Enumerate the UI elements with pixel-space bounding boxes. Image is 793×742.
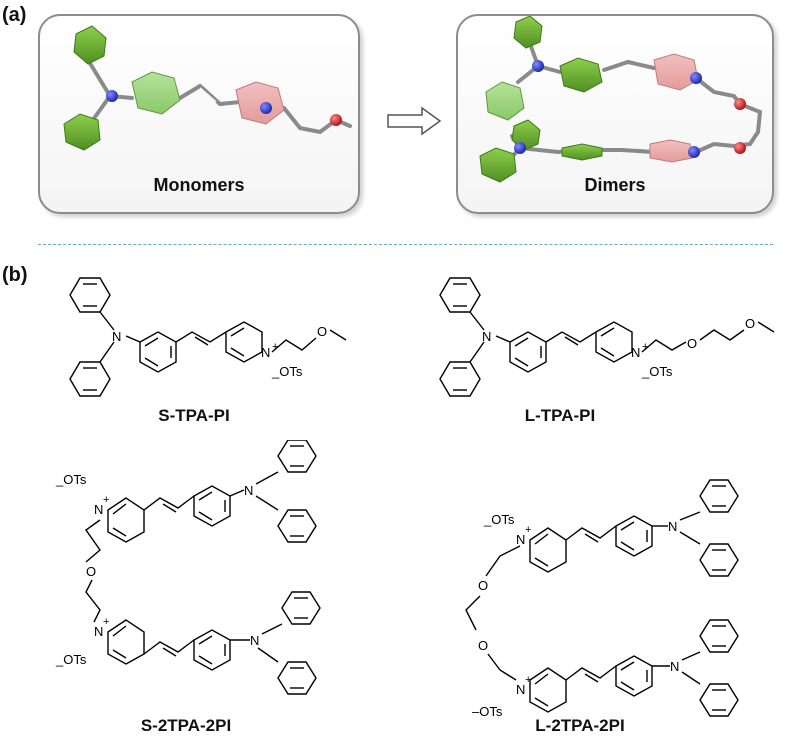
dimers-box: Dimers <box>456 14 774 214</box>
svg-text:+: + <box>525 524 531 536</box>
pyridinium-nitrogen-atom <box>260 102 272 114</box>
svg-text:O: O <box>687 336 697 351</box>
section-divider <box>38 244 773 245</box>
svg-text:–OTs: –OTs <box>472 704 503 719</box>
l-2tpa-2pi-structure: _OTs N + N O O N + N –OTs <box>465 479 739 719</box>
svg-text:+: + <box>103 616 109 628</box>
svg-text:+: + <box>272 341 278 353</box>
svg-text:N: N <box>516 532 525 547</box>
monomer-model <box>63 25 352 151</box>
panel-label-b: (b) <box>2 264 28 286</box>
s-2tpa-2pi-structure: _OTs N + N O N + N _OTs <box>55 440 321 695</box>
phenyl-ring-bottom <box>63 113 101 151</box>
svg-text:_OTs: _OTs <box>55 472 87 487</box>
l-tpa-pi-structure: N N + O O _OTs <box>439 277 775 397</box>
svg-text:O: O <box>86 564 96 579</box>
compound-name-s-2tpa-2pi: S-2TPA-2PI <box>140 716 232 735</box>
svg-text:O: O <box>478 638 488 653</box>
monomers-box: Monomers <box>38 14 360 214</box>
oxygen-label: O <box>317 324 327 339</box>
pyridinium-ring <box>235 81 285 125</box>
svg-text:+: + <box>103 494 109 506</box>
svg-text:N: N <box>94 624 103 639</box>
svg-text:N: N <box>516 682 525 697</box>
nitrogen-label: N <box>112 329 121 344</box>
phenyl-ring-top <box>73 25 107 65</box>
right-arrow-icon <box>387 106 442 136</box>
dimers-caption: Dimers <box>584 175 646 195</box>
svg-text:N: N <box>482 329 491 344</box>
svg-text:N: N <box>250 633 259 648</box>
monomers-caption: Monomers <box>153 175 245 195</box>
svg-text:N: N <box>668 519 677 534</box>
svg-text:N: N <box>670 659 679 674</box>
svg-text:O: O <box>745 316 755 331</box>
svg-text:N: N <box>631 345 640 360</box>
compound-name-l-2tpa-2pi: L-2TPA-2PI <box>535 716 625 735</box>
svg-text:N: N <box>94 502 103 517</box>
compound-name-s-tpa-pi: S-TPA-PI <box>158 406 230 425</box>
central-phenyl-ring <box>131 71 181 115</box>
svg-text:_OTs: _OTs <box>55 652 87 667</box>
svg-text:+: + <box>642 341 648 353</box>
pyridinium-n-label: N <box>261 345 270 360</box>
nitrogen-atom <box>106 90 118 102</box>
panel-label-a: (a) <box>2 4 27 26</box>
s-tpa-pi-structure: N N + O _OTs <box>69 277 347 397</box>
compound-name-l-tpa-pi: L-TPA-PI <box>524 406 596 425</box>
svg-text:+: + <box>525 674 531 686</box>
svg-text:_OTs: _OTs <box>483 512 515 527</box>
svg-text:O: O <box>478 578 488 593</box>
oxygen-atom <box>330 114 342 126</box>
svg-text:_OTs: _OTs <box>641 364 673 379</box>
svg-text:N: N <box>244 483 253 498</box>
dimer-model <box>479 16 763 183</box>
tosylate-label: _OTs <box>271 364 303 379</box>
